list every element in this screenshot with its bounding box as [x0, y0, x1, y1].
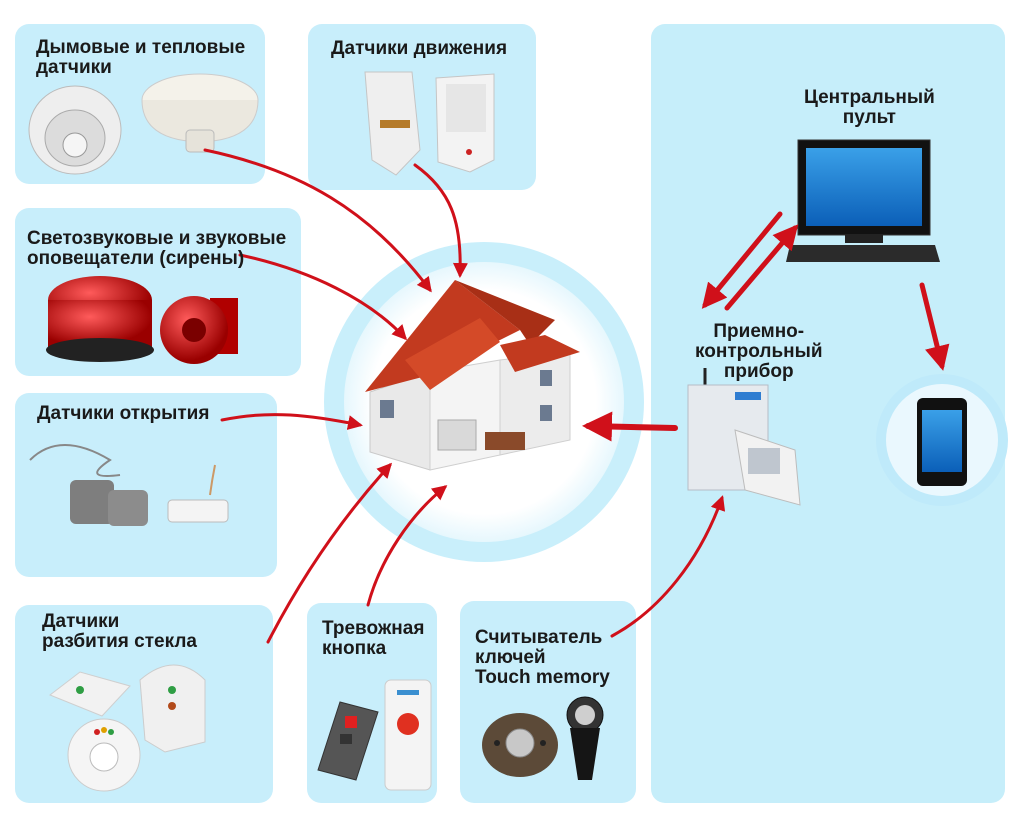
house-icon [365, 280, 580, 471]
touch-memory-reader-icon [482, 713, 558, 777]
panic-wall-button-icon [384, 679, 432, 791]
opening-panel [15, 393, 277, 577]
motion-label: Датчики движения [331, 38, 508, 59]
computer-icon [786, 139, 940, 262]
control-panel-label: Приемно- контрольный прибор [695, 321, 823, 382]
glass-break-label: Датчики разбития стекла [42, 611, 197, 652]
reed-switch-icon [167, 464, 229, 523]
panic-button-label: Тревожная кнопка [322, 618, 425, 659]
sirens-label: Светозвуковые и звуковые оповещатели (си… [27, 228, 287, 269]
strobe-siren-icon [46, 276, 154, 362]
heat-detector-icon [141, 73, 259, 153]
arrows [203, 148, 950, 644]
key-reader-panel [460, 601, 636, 803]
control-panel-icon [687, 368, 801, 506]
horn-siren-icon [160, 296, 238, 364]
magnetic-contact-icon [29, 444, 148, 526]
central-console-label: Центральный пульт [804, 87, 935, 128]
glass-break-sensor-3-icon [67, 718, 141, 792]
smoke-heat-label: Дымовые и тепловые датчики [36, 37, 246, 78]
panic-remote-icon [317, 701, 379, 781]
opening-label: Датчики открытия [37, 403, 210, 424]
key-reader-label: Считыватель ключей Touch memory [475, 627, 610, 688]
touch-memory-key-icon [566, 696, 604, 780]
motion-detector-icon [364, 71, 421, 176]
smoke-detector-icon [28, 85, 122, 175]
glass-break-sensor-icon [49, 671, 131, 717]
motion-panel [308, 24, 536, 190]
smartphone-icon [917, 398, 967, 486]
glass-break-sensor-2-icon [139, 664, 206, 753]
motion-detector-2-icon [435, 73, 495, 173]
